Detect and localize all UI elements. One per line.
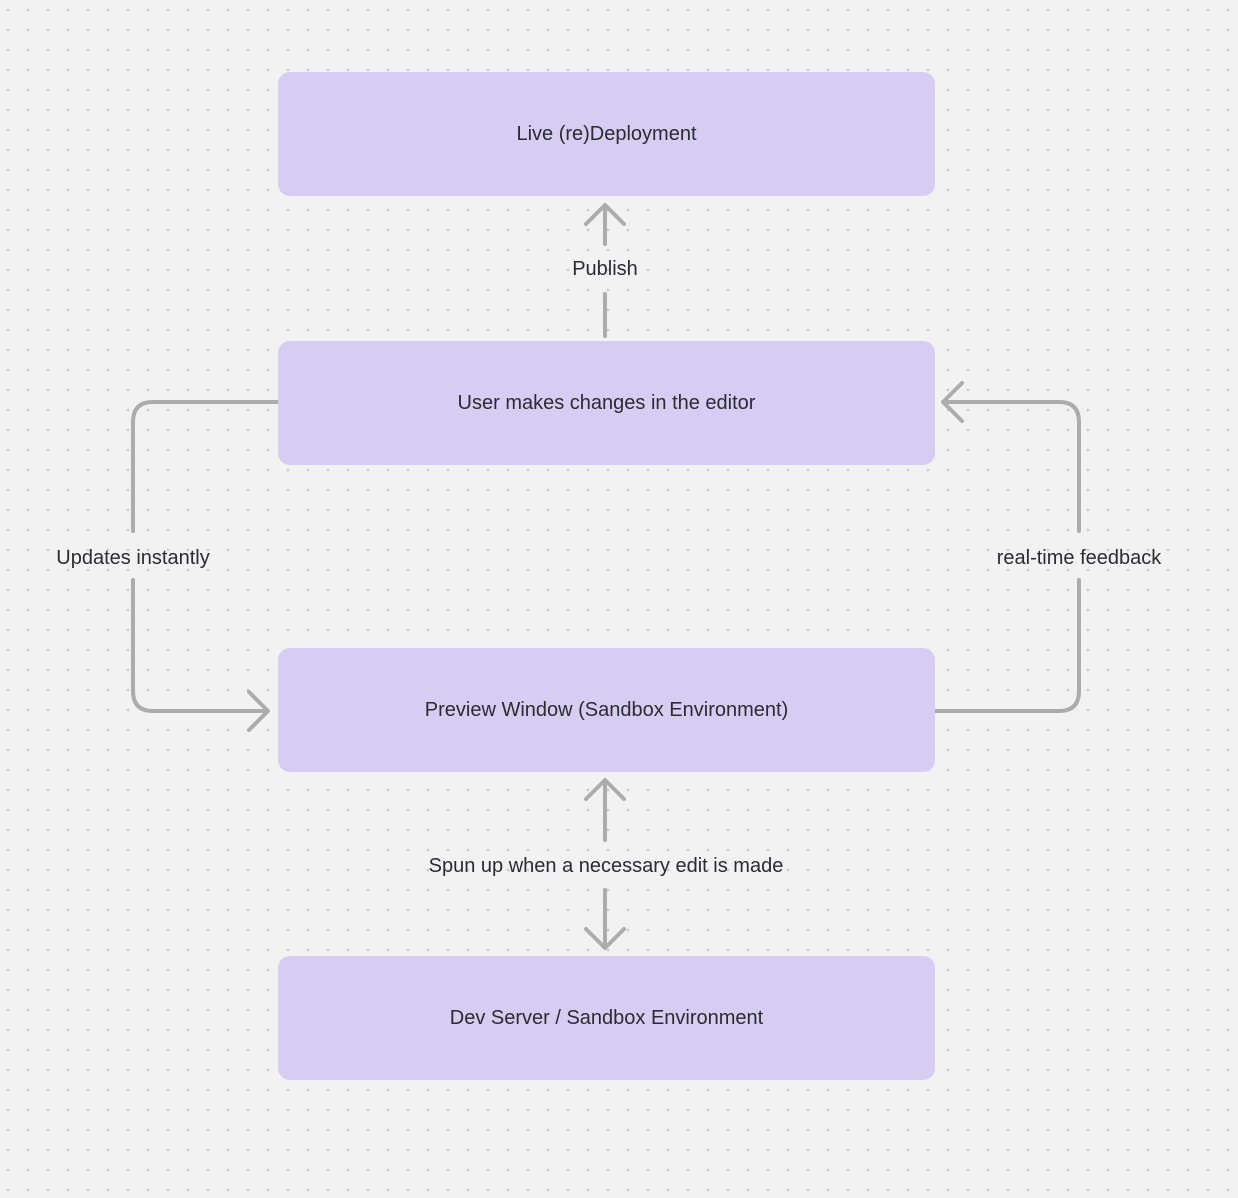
connector-updates-bottom [131, 578, 268, 713]
node-label: Preview Window (Sandbox Environment) [424, 698, 789, 721]
connector-updates-top [131, 400, 280, 533]
edge-label-publish: Publish [572, 258, 638, 280]
arrowhead-down-icon [584, 927, 626, 950]
connector-feedback-bottom [933, 578, 1081, 713]
arrowhead-right-icon [247, 690, 270, 732]
arrowhead-up-icon [584, 203, 626, 226]
edge-label-spun-up: Spun up when a necessary edit is made [428, 855, 784, 877]
node-user-editor[interactable]: User makes changes in the editor [278, 341, 935, 465]
node-label: Dev Server / Sandbox Environment [449, 1006, 764, 1029]
node-live-redeployment[interactable]: Live (re)Deployment [278, 72, 935, 196]
node-label: Live (re)Deployment [516, 122, 697, 145]
node-dev-server[interactable]: Dev Server / Sandbox Environment [278, 956, 935, 1080]
node-preview-window[interactable]: Preview Window (Sandbox Environment) [278, 648, 935, 772]
edge-label-real-time-feedback: real-time feedback [996, 547, 1162, 569]
arrowhead-up-icon [584, 778, 626, 801]
connector-feedback-top [943, 400, 1081, 533]
edge-label-updates-instantly: Updates instantly [56, 547, 210, 569]
node-label: User makes changes in the editor [457, 391, 756, 414]
arrowhead-left-icon [941, 381, 964, 423]
